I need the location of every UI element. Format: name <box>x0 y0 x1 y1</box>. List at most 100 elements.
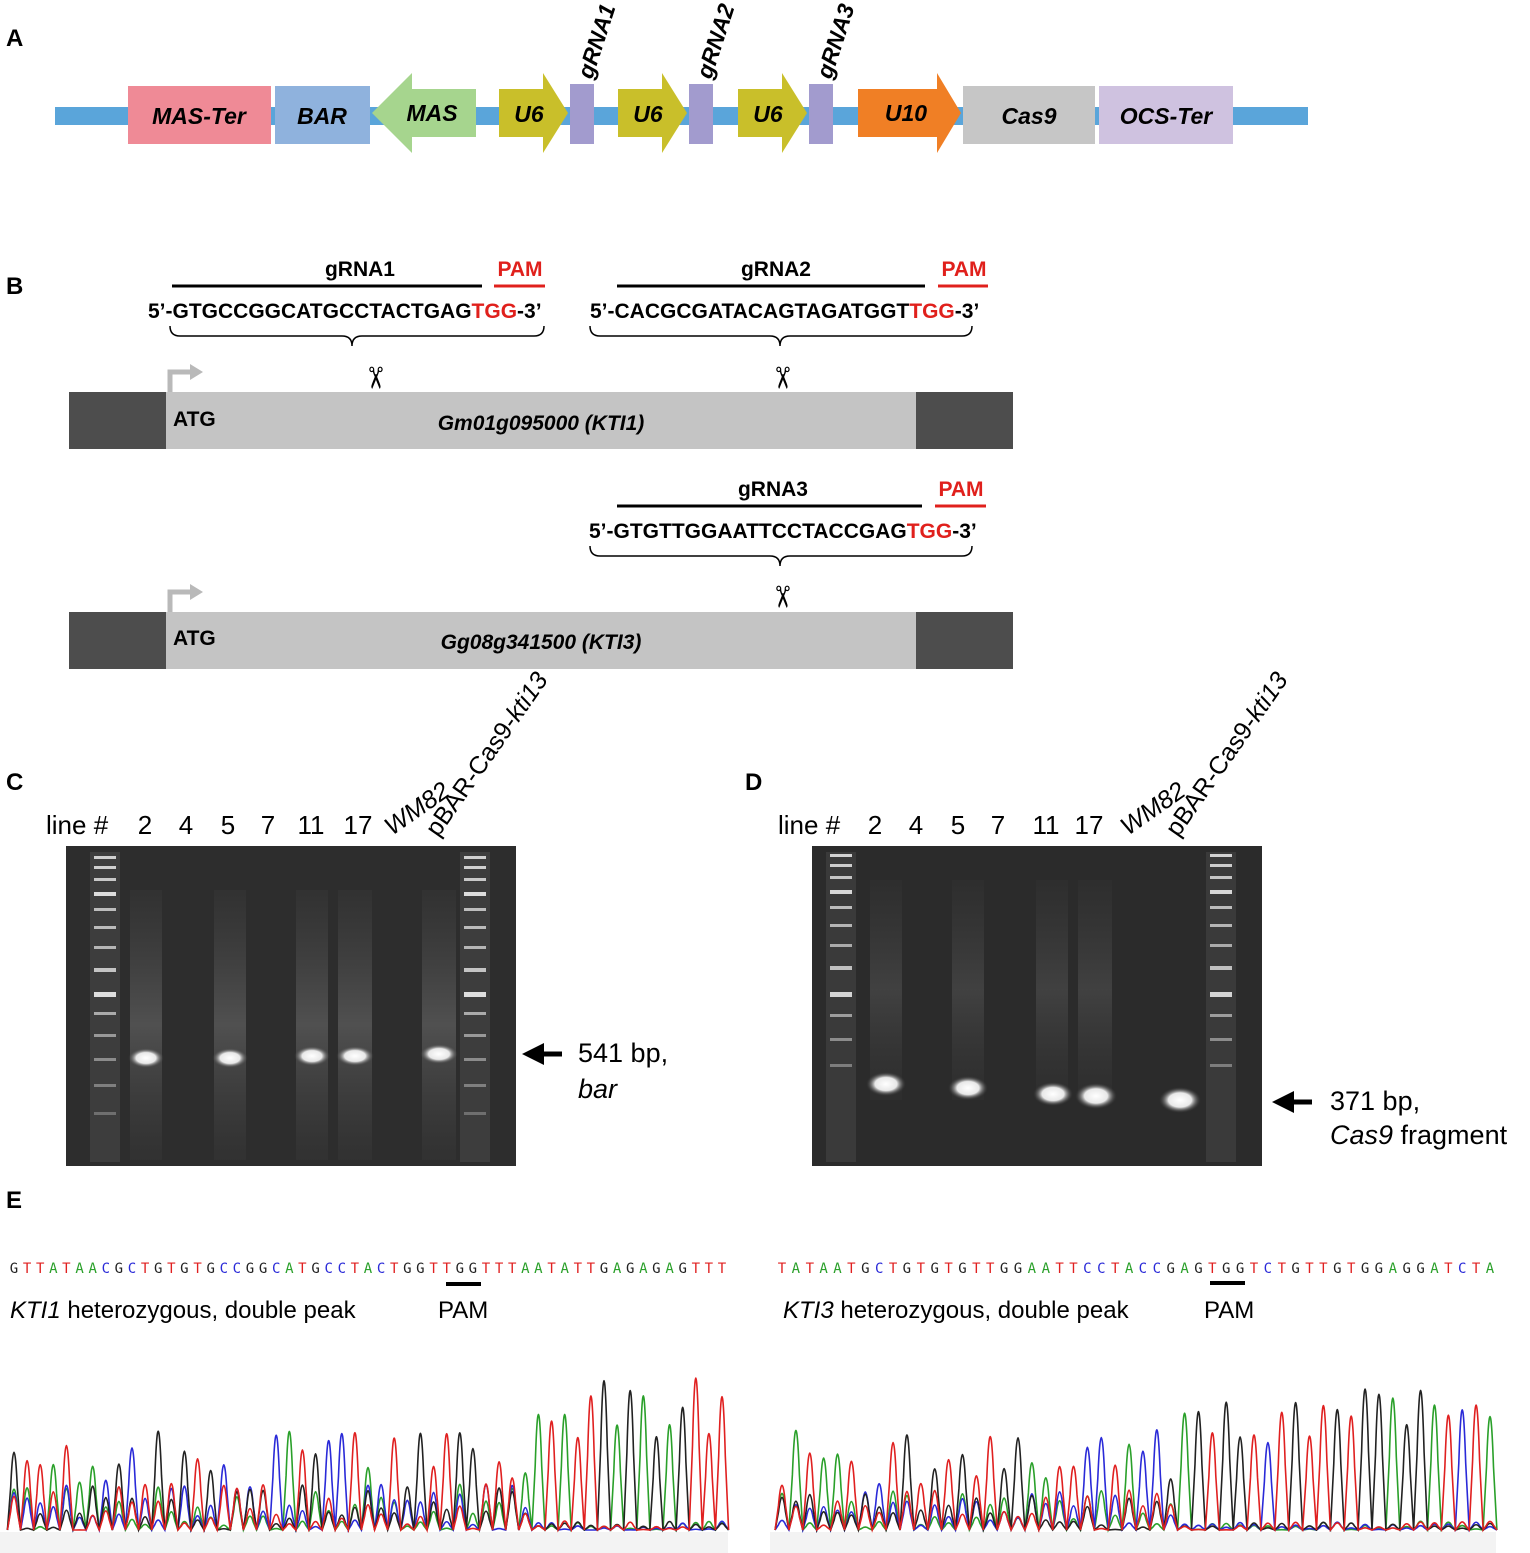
gel-c-band-plasmid <box>420 1044 458 1064</box>
gel-d-lane-11: 11 <box>1033 810 1060 840</box>
gel-d-smear-5 <box>952 880 984 1100</box>
gel-d-band-size: 371 bp, <box>1330 1086 1420 1116</box>
grna3-brace <box>589 545 973 567</box>
grna3-pam-seq: TGG <box>907 520 953 543</box>
u10-arrow <box>858 73 961 153</box>
grna3-tag: gRNA3 <box>811 0 860 82</box>
panel-label-e: E <box>6 1187 22 1214</box>
grna1-sequence: 5’-GTGCCGGCATGCCTACTGAGTGG-3’ <box>148 300 542 323</box>
gel-d-band-2 <box>866 1072 906 1096</box>
chromatogram-kti1-base: T <box>193 1261 202 1277</box>
gel-d-ladder-left <box>826 852 856 1162</box>
gel-d-plasmid-prefix: pBAR-Cas9- <box>1160 710 1263 841</box>
chromatogram-kti1-base: G <box>259 1261 267 1277</box>
bar-box <box>275 86 370 144</box>
scissor-icon-2: ✂ <box>764 365 799 390</box>
gel-d-band-5 <box>948 1076 988 1100</box>
chromatogram-kti3-base: A <box>792 1261 801 1277</box>
chromatogram-kti3-base: G <box>1402 1261 1410 1277</box>
gel-c-band-11 <box>294 1046 330 1066</box>
chromatogram-kti3-base: C <box>1264 1261 1272 1277</box>
gel-d-arrow-icon <box>1272 1091 1312 1113</box>
gel-d-band-11 <box>1033 1082 1073 1106</box>
gene1-cds <box>166 392 916 449</box>
gel-c-band-17 <box>336 1046 374 1066</box>
grna2-prefix: 5’- <box>590 300 615 323</box>
chromatogram-kti3-base: C <box>1139 1261 1147 1277</box>
grna3-protospacer: GTGTTGGAATTCCTACCGAG <box>614 520 907 543</box>
chromatogram-kti1-traces <box>6 1377 730 1534</box>
chromatogram-kti1-base: G <box>678 1261 686 1277</box>
chromatogram-kti1-base: C <box>128 1261 136 1277</box>
gel-c-lane-11: 11 <box>298 810 325 840</box>
chromatogram-kti3-base: A <box>1125 1261 1134 1277</box>
chromatogram-kti1-base: T <box>495 1261 504 1277</box>
gel-c: line # 2 4 5 7 11 17 WM82 pBAR-Cas9-kti1… <box>46 667 668 1166</box>
grna1-box <box>570 84 594 144</box>
chromatogram-kti3-base: C <box>1458 1261 1466 1277</box>
chromatogram-kti3-base: T <box>1055 1261 1064 1277</box>
chromatogram-kti1-base: T <box>574 1261 583 1277</box>
chromatogram-kti3-base: T <box>1319 1261 1328 1277</box>
u6-arrow-1 <box>499 73 568 153</box>
chromatogram-kti1-base: A <box>560 1261 569 1277</box>
chromatogram-kti1-label: KTI1 heterozygous, double peak <box>10 1297 357 1324</box>
chromatogram-kti3-pam-label: PAM <box>1204 1297 1254 1324</box>
chromatogram-kti1-base: G <box>416 1261 424 1277</box>
chromatogram-kti3-base: C <box>1097 1261 1105 1277</box>
chromatogram-kti1-base: C <box>338 1261 346 1277</box>
grna2-target: gRNA2 PAM 5’-CACGCGATACAGTAGATGGTTGG-3’ … <box>589 258 988 391</box>
gene2-model: ATG Gg08g341500 (KTI3) <box>69 584 1013 669</box>
gene1-label: Gm01g095000 (KTI1) <box>438 412 645 435</box>
chromatogram-kti1-gene: KTI1 <box>10 1297 61 1324</box>
chromatogram-kti1-base: A <box>88 1261 97 1277</box>
chromatogram-kti1-base: G <box>154 1261 162 1277</box>
chromatogram-kti3-base: G <box>1000 1261 1008 1277</box>
chromatogram-kti3-base: A <box>1389 1261 1398 1277</box>
chromatogram-kti1-base: T <box>482 1261 491 1277</box>
chromatogram-kti3-base: T <box>1347 1261 1356 1277</box>
chromatogram-kti1-footer <box>0 1532 728 1553</box>
grna1-suffix: -3’ <box>517 300 542 323</box>
chromatogram-kti3-base: C <box>1083 1261 1091 1277</box>
chromatogram-kti3-trace-t <box>774 1404 1498 1533</box>
gene1-utr5 <box>69 392 166 449</box>
panel-label-a: A <box>6 25 23 52</box>
chromatogram-kti3-base: T <box>1472 1261 1481 1277</box>
chromatogram-kti3-base: G <box>861 1261 869 1277</box>
chromatogram-kti1-base: T <box>587 1261 596 1277</box>
gel-c-plasmid-prefix: pBAR-Cas9- <box>420 710 523 841</box>
gene2-label: Gg08g341500 (KTI3) <box>441 631 642 654</box>
gel-c-smear-11 <box>296 890 328 1160</box>
chromatogram-kti1-base: T <box>429 1261 438 1277</box>
chromatogram-kti1-base: T <box>692 1261 701 1277</box>
gene1-utr3 <box>916 392 1013 449</box>
grna2-protospacer: CACGCGATACAGTAGATGGT <box>615 300 910 323</box>
u10-label: U10 <box>885 100 927 126</box>
gene2-utr5 <box>69 612 166 669</box>
gel-c-smear-plasmid <box>422 890 456 1160</box>
gene2-tss-arrow-icon <box>190 584 203 600</box>
u6-arrow-2 <box>618 73 687 153</box>
gel-c-smear-17 <box>338 890 372 1160</box>
gel-d-lane-header: line # <box>778 810 841 840</box>
chromatogram-kti3-base: C <box>1153 1261 1161 1277</box>
gel-d-band-desc: Cas9 fragment <box>1330 1120 1508 1150</box>
u6-arrow-3 <box>738 73 807 153</box>
grna1-pam-label: PAM <box>497 258 542 281</box>
gel-c-band-2 <box>128 1048 164 1068</box>
grna3-suffix: -3’ <box>952 520 977 543</box>
chromatogram-kti1-base: G <box>10 1261 18 1277</box>
chromatogram-kti1-base: T <box>167 1261 176 1277</box>
gel-c-smear-2 <box>130 890 162 1160</box>
gene1-model: ATG Gm01g095000 (KTI1) <box>69 364 1013 449</box>
chromatogram-kti3-base: T <box>1069 1261 1078 1277</box>
mas-ter-box <box>128 86 271 144</box>
gel-c-band-name: bar <box>578 1074 618 1104</box>
chromatogram-kti3-base: T <box>1305 1261 1314 1277</box>
chromatogram-kti1-base: A <box>49 1261 58 1277</box>
chromatogram-kti3-base: T <box>1208 1261 1217 1277</box>
